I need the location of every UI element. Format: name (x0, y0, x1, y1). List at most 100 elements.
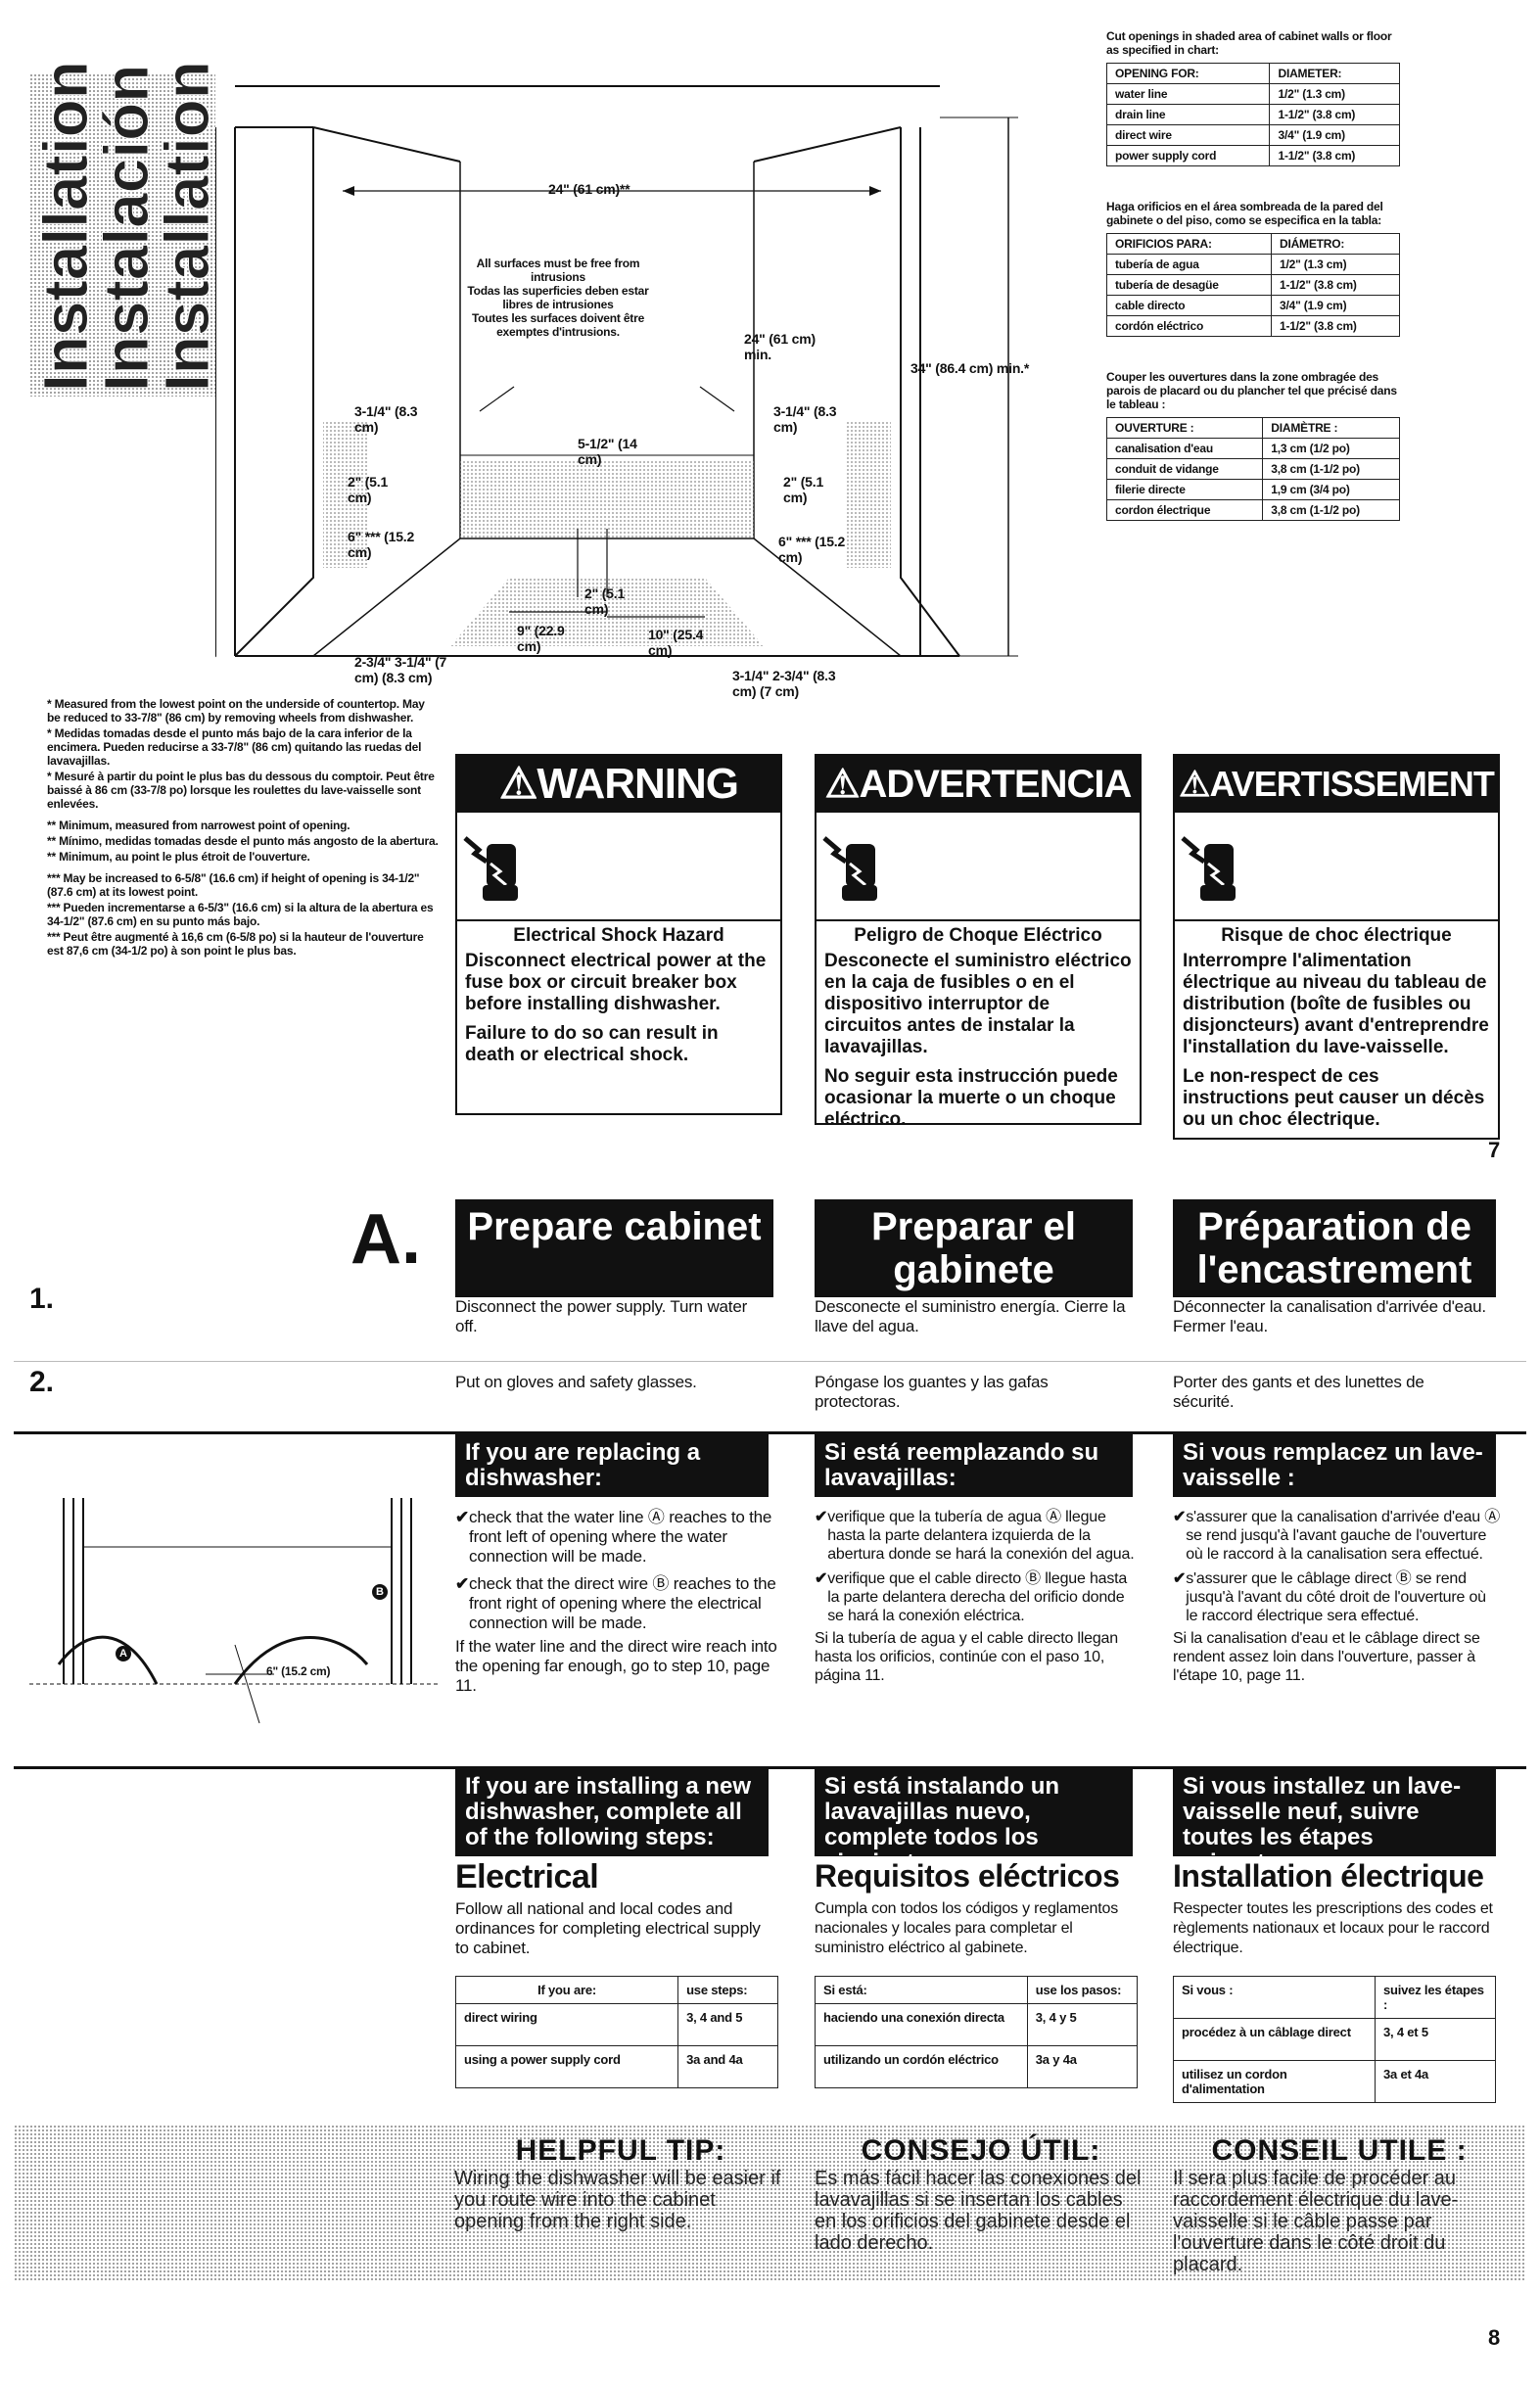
table-cell: 1,3 cm (1/2 po) (1262, 438, 1400, 459)
check-text: s'assurer que le câblage direct Ⓑ se ren… (1186, 1570, 1486, 1624)
warning-body: Interrompre l'alimentation électrique au… (1183, 951, 1489, 1057)
section-title-text: Prepare cabinet (467, 1205, 762, 1248)
replacing-text-es: ✔verifique que la tubería de agua Ⓐ lleg… (815, 1508, 1138, 1685)
section-title-fr: Préparation de l'encastrement (1173, 1199, 1496, 1297)
header-text: If you are installing a new dishwasher, … (465, 1773, 752, 1850)
warning-body: Failure to do so can result in death or … (465, 1023, 719, 1065)
cutout-intro-fr: Couper les ouvertures dans la zone ombra… (1106, 370, 1397, 411)
table-cell: 1,9 cm (3/4 po) (1262, 479, 1400, 500)
table-cell: water line (1105, 83, 1271, 105)
table-cell: 3, 4 y 5 (1027, 2003, 1138, 2046)
warning-body: No seguir esta instrucción puede ocasion… (824, 1066, 1118, 1130)
dim-3-14-right: 3-1/4" (8.3 cm) (773, 403, 837, 435)
replacing-note: Si la tubería de agua y el cable directo… (815, 1630, 1118, 1684)
table-cell: cordón eléctrico (1106, 315, 1272, 337)
footnote: *** Peut être augmenté à 16,6 cm (6-5/8 … (47, 930, 424, 958)
side-title-background (29, 73, 215, 397)
check-text: s'assurer que la canalisation d'arrivée … (1186, 1509, 1501, 1563)
replacing-header-en: If you are replacing a dishwasher: (455, 1434, 769, 1497)
cabinet-opening-diagram (215, 85, 1018, 658)
table-cell: 1/2" (1.3 cm) (1270, 254, 1401, 275)
checkmark-icon: ✔ (455, 1574, 470, 1593)
installing-header-en: If you are installing a new dishwasher, … (455, 1768, 769, 1856)
table-cell: 3a y 4a (1027, 2045, 1138, 2088)
table-cell: direct wiring (455, 2003, 679, 2046)
tip-text: Wiring the dishwasher will be easier if … (454, 2168, 781, 2232)
table-cell: conduit de vidange (1105, 458, 1264, 480)
table-header: If you are: (455, 1976, 679, 2004)
step1-es: Desconecte el suministro energía. Cierre… (815, 1297, 1126, 1335)
table-header: Si está: (815, 1976, 1028, 2004)
table-cell: tubería de desagüe (1106, 274, 1272, 296)
tip-heading: HELPFUL TIP: (515, 2134, 726, 2167)
page-number-top: 7 (1488, 1138, 1501, 1162)
table-cell: 3/4" (1.9 cm) (1270, 295, 1401, 316)
warning-subtitle: Electrical Shock Hazard (457, 919, 780, 947)
figure-dimension: 6" (15.2 cm) (266, 1664, 331, 1678)
tip-en: HELPFUL TIP: Wiring the dishwasher will … (454, 2134, 787, 2232)
section-title-en: Prepare cabinet (455, 1199, 773, 1297)
footnote: *** May be increased to 6-5/8" (16.6 cm)… (47, 871, 420, 899)
dim-2-right: 2" (5.1 cm) (783, 474, 824, 505)
table-cell: 1-1/2" (3.8 cm) (1269, 145, 1400, 166)
divider-thick (14, 1431, 1526, 1434)
check-item: ✔check that the direct wire Ⓑ reaches to… (455, 1574, 778, 1633)
warning-body: Desconecte el suministro eléctrico en la… (824, 951, 1132, 1057)
warning-box-en: ⚠WARNING Electrical Shock Hazard Disconn… (455, 754, 782, 1115)
checkmark-icon: ✔ (1173, 1570, 1187, 1587)
tip-heading: CONSEJO ÚTIL: (861, 2134, 1101, 2167)
steps-table-es: Si está:use los pasos: haciendo una cone… (815, 1976, 1138, 2088)
step1-en: Disconnect the power supply. Turn water … (455, 1297, 748, 1335)
table-cell: cordon électrique (1105, 499, 1264, 521)
table-cell: 3a et 4a (1375, 2060, 1496, 2103)
cutout-charts: Cut openings in shaded area of cabinet w… (1105, 29, 1401, 521)
dim-3-14-left: 3-1/4" (8.3 cm) (354, 403, 418, 435)
table-cell: 1-1/2" (3.8 cm) (1269, 104, 1400, 125)
electrical-text-en: Follow all national and local codes and … (455, 1899, 761, 1957)
warning-title: ⚠WARNING (457, 756, 780, 813)
helpful-tip-panel: HELPFUL TIP: Wiring the dishwasher will … (14, 2125, 1526, 2281)
table-header: ORIFICIOS PARA: (1106, 233, 1272, 255)
table-cell: filerie directe (1105, 479, 1264, 500)
warning-subtitle: Peligro de Choque Eléctrico (817, 919, 1140, 947)
section-title-text: Préparation de l'encastrement (1196, 1205, 1472, 1291)
table-header: Si vous : (1173, 1976, 1376, 2019)
surfaces-es: Todas las superficies deben estar libres… (467, 284, 649, 311)
tip-text: Il sera plus facile de procéder au racco… (1173, 2168, 1459, 2275)
footnote: * Measured from the lowest point on the … (47, 697, 425, 725)
warning-subtitle: Risque de choc électrique (1175, 919, 1498, 947)
warning-body: Disconnect electrical power at the fuse … (465, 951, 767, 1014)
table-cell: 1-1/2" (3.8 cm) (1270, 274, 1401, 296)
replacing-header-fr: Si vous remplacez un lave-vaisselle : (1173, 1434, 1496, 1497)
figure-callout-b: B (372, 1583, 388, 1601)
electrical-text-es: Cumpla con todos los códigos y reglament… (815, 1900, 1118, 1956)
callout-b-icon: B (372, 1583, 388, 1600)
header-text: Si vous installez un lave-vaisselle neuf… (1183, 1773, 1462, 1876)
check-text: verifique que el cable directo Ⓑ llegue … (827, 1570, 1128, 1624)
check-item: ✔check that the water line Ⓐ reaches to … (455, 1508, 778, 1567)
cutout-table-fr: OUVERTURE :DIAMÈTRE : canalisation d'eau… (1105, 417, 1400, 521)
dim-bottom-right: 3-1/4" 2-3/4" (8.3 cm) (7 cm) (732, 668, 836, 699)
dim-9: 9" (22.9 cm) (517, 623, 565, 654)
cutout-intro-en: Cut openings in shaded area of cabinet w… (1106, 29, 1392, 57)
step-number: 2. (29, 1366, 55, 1398)
replacing-text-en: ✔check that the water line Ⓐ reaches to … (455, 1508, 778, 1696)
replacing-note: If the water line and the direct wire re… (455, 1637, 777, 1695)
header-text: If you are replacing a dishwasher: (465, 1439, 701, 1491)
cutout-intro-es: Haga orificios en el área sombreada de l… (1106, 200, 1383, 227)
cutout-table-es: ORIFICIOS PARA:DIÁMETRO: tubería de agua… (1106, 233, 1401, 337)
shock-hazard-icon (463, 836, 518, 901)
table-cell: 3, 4 et 5 (1375, 2018, 1496, 2061)
page-number-bottom: 8 (1488, 2325, 1501, 2350)
table-header: suivez les étapes : (1375, 1976, 1496, 2019)
surfaces-fr: Toutes les surfaces doivent être exempte… (471, 311, 645, 339)
table-cell: 3a and 4a (677, 2045, 778, 2088)
width-min-label: 24" (61 cm) min. (744, 331, 816, 362)
table-header: use los pasos: (1027, 1976, 1138, 2004)
check-item: ✔s'assurer que le câblage direct Ⓑ se re… (1173, 1569, 1501, 1625)
table-cell: drain line (1105, 104, 1271, 125)
height-min-label: 34" (86.4 cm) min.* (910, 360, 1030, 376)
dim-2-left: 2" (5.1 cm) (348, 474, 389, 505)
side-titles: Installation Instalación Installation (29, 61, 223, 393)
